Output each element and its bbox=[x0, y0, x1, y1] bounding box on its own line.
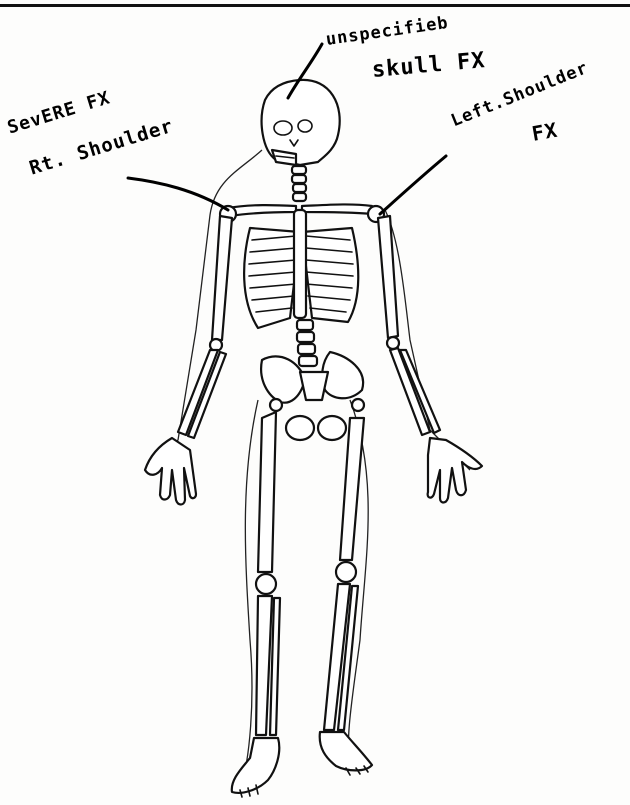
right-foot bbox=[232, 738, 279, 797]
right-leg bbox=[256, 412, 280, 735]
left-shoulder-pointer-line bbox=[380, 156, 446, 214]
left-hand bbox=[428, 438, 482, 503]
lumbar-spine bbox=[297, 320, 317, 366]
left-arm bbox=[378, 216, 440, 435]
skull bbox=[262, 80, 340, 165]
left-shoulder-note-line2: FX bbox=[530, 118, 560, 146]
right-hand bbox=[145, 438, 196, 505]
cervical-spine bbox=[292, 166, 306, 201]
left-foot bbox=[320, 732, 372, 775]
left-leg bbox=[324, 418, 364, 730]
right-shoulder-pointer-line bbox=[128, 178, 228, 210]
right-arm bbox=[178, 216, 232, 438]
rib-cage bbox=[244, 210, 358, 328]
